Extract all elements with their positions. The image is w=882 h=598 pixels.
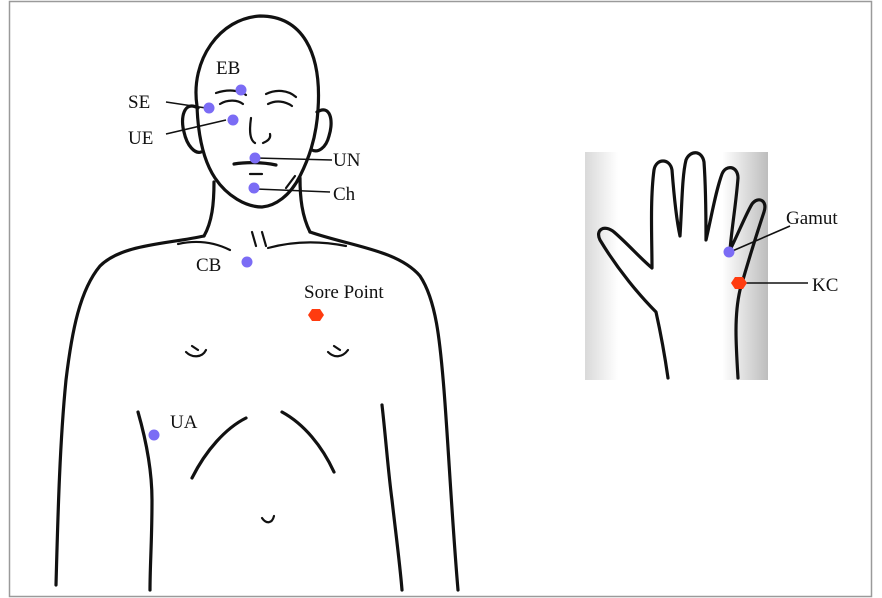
cb-point — [242, 257, 253, 268]
eb-point — [236, 85, 247, 96]
se-label: SE — [128, 92, 150, 113]
kc-label: KC — [812, 275, 838, 296]
ua-label: UA — [170, 412, 198, 433]
hand-inset — [585, 152, 768, 380]
ch-point — [249, 183, 260, 194]
gamut-label: Gamut — [786, 208, 838, 229]
se-point — [204, 103, 215, 114]
ch-label: Ch — [333, 184, 356, 205]
un-point — [250, 153, 261, 164]
hand-panel — [585, 152, 768, 380]
cb-label: CB — [196, 255, 221, 276]
un-label: UN — [333, 150, 361, 171]
gamut-point — [724, 247, 735, 258]
ue-label: UE — [128, 128, 153, 149]
ue-point — [228, 115, 239, 126]
sore-point-label: Sore Point — [304, 282, 384, 303]
eb-label: EB — [216, 58, 240, 79]
ua-point — [149, 430, 160, 441]
